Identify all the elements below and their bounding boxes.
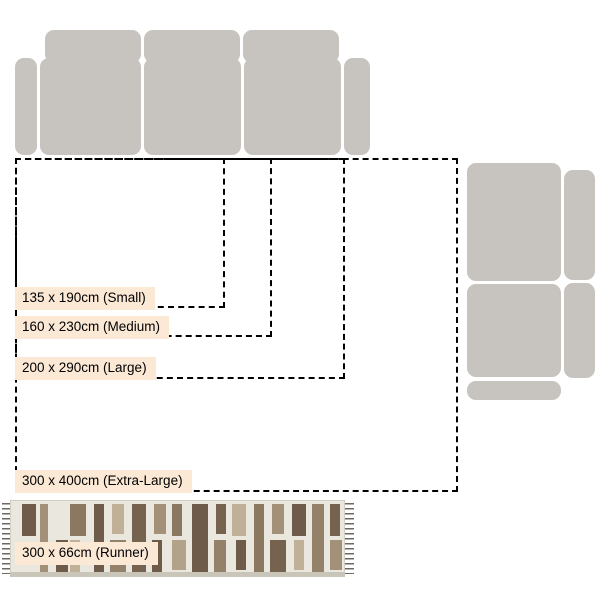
sofa-right-back-cushion-2 — [564, 283, 595, 378]
sofa-top-armrest-left — [15, 58, 37, 155]
sofa-top-back-cushion-3 — [243, 30, 339, 63]
sofa-right-seat-cushion-2 — [467, 284, 561, 377]
sofa-top-back-cushion-2 — [144, 30, 240, 63]
rug-size-label-extra-large: 300 x 400cm (Extra-Large) — [15, 470, 192, 493]
rug-size-label-small: 135 x 190cm (Small) — [15, 287, 155, 310]
sofa-top-seat-cushion-2 — [144, 58, 241, 155]
runner-rug-pattern — [9, 499, 346, 578]
runner-rug-image — [9, 499, 346, 578]
sofa-right-back-cushion-1 — [564, 170, 595, 280]
rug-size-label-large: 200 x 290cm (Large) — [15, 357, 156, 380]
runner-fringe-left — [2, 503, 11, 574]
sofa-top-armrest-right — [344, 58, 370, 155]
sofa-top-seat-cushion-1 — [40, 58, 141, 155]
sofa-top-back-cushion-1 — [45, 30, 141, 63]
rug-size-label-medium: 160 x 230cm (Medium) — [15, 316, 170, 339]
sofa-right-seat-cushion-1 — [467, 163, 561, 281]
sofa-right-armrest-bottom — [467, 381, 561, 400]
sofa-top-seat-cushion-3 — [244, 58, 341, 155]
runner-fringe-right — [345, 503, 354, 574]
rug-outline-small — [15, 158, 225, 308]
rug-size-label-runner: 300 x 66cm (Runner) — [15, 542, 158, 565]
